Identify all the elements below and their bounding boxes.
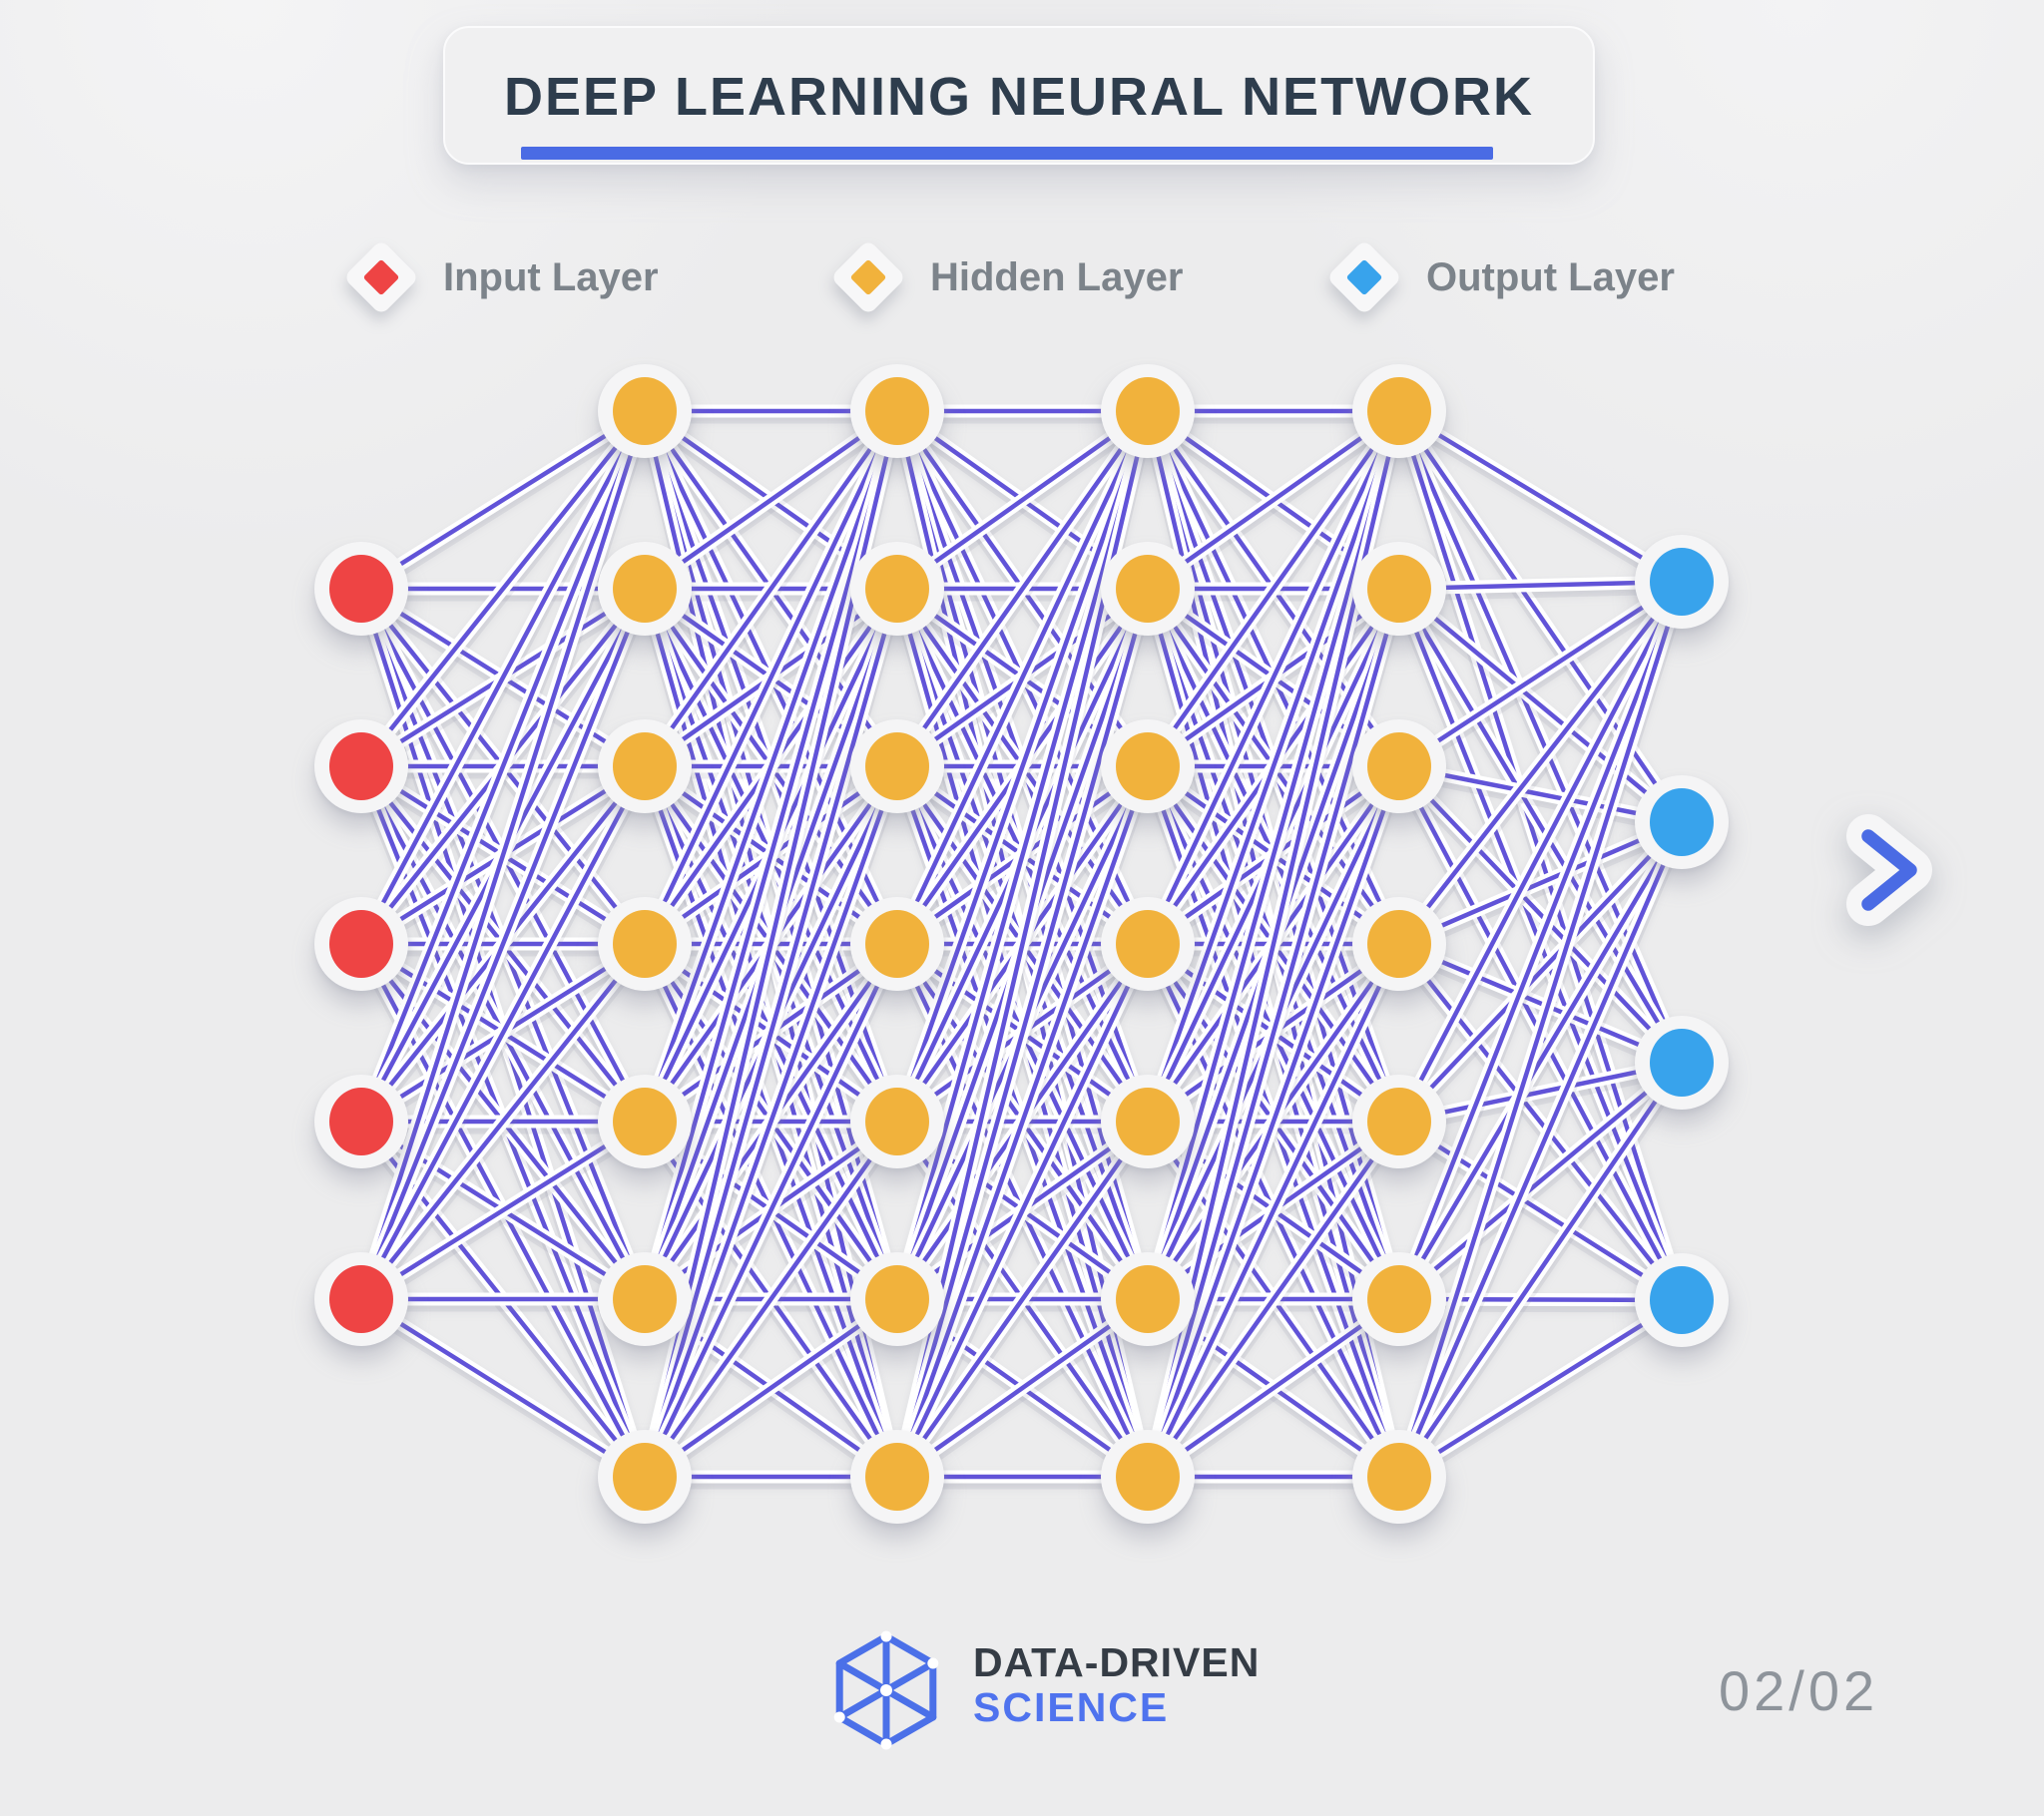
input-layer-diamond-icon — [342, 238, 420, 316]
edge-line — [1398, 819, 1683, 947]
edge-line — [359, 409, 647, 946]
legend-label-input: Input Layer — [443, 254, 659, 299]
edge-line — [1397, 820, 1684, 1301]
legend-item-output-layer: Output Layer — [1325, 238, 1675, 316]
edge-line — [643, 409, 899, 768]
legend-label-output: Output Layer — [1426, 254, 1675, 299]
edge-line — [1146, 1120, 1401, 1479]
brand-name: DATA-DRIVEN SCIENCE — [973, 1639, 1261, 1731]
brand-name-line1: DATA-DRIVEN — [973, 1639, 1261, 1685]
edge-line — [1397, 580, 1684, 768]
chevron-right-icon — [1846, 814, 1932, 926]
title-card: DEEP LEARNING NEURAL NETWORK — [443, 26, 1595, 165]
edge-line — [1397, 409, 1684, 584]
edge-line — [894, 943, 1151, 1478]
edge-line — [1397, 820, 1684, 1124]
edge-line — [894, 410, 1151, 945]
edge-line — [642, 943, 900, 1478]
edge-line — [1396, 821, 1685, 1478]
edge-line — [1397, 1061, 1684, 1301]
page-indicator: 02/02 — [1719, 1659, 1879, 1722]
edge-line — [1398, 1296, 1683, 1303]
edge-line — [1145, 765, 1402, 1478]
edge-line — [358, 410, 648, 1123]
output-layer-diamond-icon — [1325, 238, 1403, 316]
edge-line — [1397, 580, 1684, 946]
edge-line — [1398, 1060, 1683, 1125]
brand-name-line2: SCIENCE — [973, 1684, 1170, 1731]
hidden-layer-diamond-icon — [829, 238, 907, 316]
edge-line — [359, 764, 647, 1301]
edge-line — [1397, 587, 1684, 824]
edge-line — [1397, 587, 1684, 1065]
edge-line — [642, 410, 900, 945]
edge-line — [359, 1297, 647, 1479]
edge-line — [1145, 943, 1402, 1478]
edge-line — [1145, 410, 1402, 1123]
edge-line — [895, 409, 1150, 768]
title-underline — [521, 147, 1493, 160]
edge-line — [894, 410, 1151, 1123]
edge-line — [1398, 579, 1683, 592]
edge-line — [1396, 581, 1685, 1478]
edge-line — [1397, 1120, 1684, 1302]
edge-line — [1397, 1061, 1684, 1479]
edge-line — [1397, 1298, 1684, 1479]
edge-line — [1146, 409, 1401, 768]
edge-line — [1145, 410, 1402, 945]
edge-line — [1397, 409, 1684, 824]
edge-line — [359, 409, 647, 768]
edge-line — [1398, 941, 1683, 1066]
next-page-button[interactable] — [1834, 808, 1948, 932]
legend-item-input-layer: Input Layer — [342, 238, 659, 316]
edge-line — [359, 409, 647, 591]
edge-line — [1396, 581, 1685, 1300]
edge-line — [358, 588, 648, 1300]
legend-label-hidden: Hidden Layer — [930, 254, 1184, 299]
edge-line — [642, 410, 900, 1123]
edge-line — [1396, 410, 1685, 1064]
page-title: DEEP LEARNING NEURAL NETWORK — [503, 67, 1535, 127]
edge-line — [359, 1120, 647, 1301]
brand-logo-hexagon-icon — [833, 1630, 939, 1750]
edge-line — [359, 942, 647, 1301]
edge-line — [1397, 764, 1684, 1065]
edge-line — [642, 765, 900, 1478]
edge-line — [1398, 763, 1683, 825]
edge-line — [358, 410, 648, 1300]
edge-line — [895, 1120, 1150, 1479]
edge-line — [894, 765, 1151, 1478]
edge-line — [1397, 580, 1684, 1124]
edge-line — [1397, 942, 1684, 1302]
edge-line — [643, 1120, 899, 1479]
legend-item-hidden-layer: Hidden Layer — [829, 238, 1184, 316]
